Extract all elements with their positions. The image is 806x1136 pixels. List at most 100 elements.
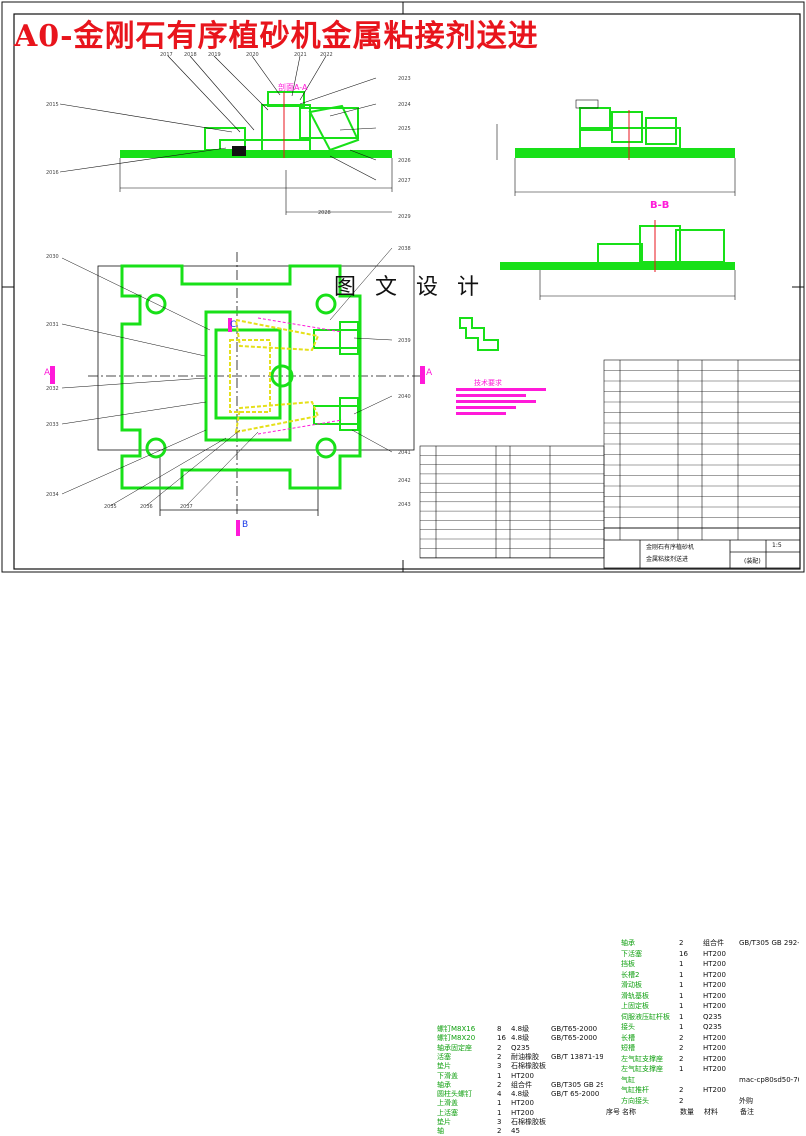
leader-number: 2037: [180, 504, 193, 510]
detail-part: [459, 317, 499, 351]
title-name-line2: 金属粘接剂送进: [646, 556, 689, 563]
leader-number: 2032: [46, 386, 59, 392]
leader-number: 2024: [398, 102, 411, 108]
bom-header-cell: 备注: [740, 1108, 754, 1116]
bom-cell: 短槽: [621, 1044, 635, 1052]
drawing-banner-title: A0-金刚石有序植砂机金属粘接剂送进: [14, 19, 539, 54]
bom-cell: 挡板: [621, 960, 635, 968]
leader-number: 2034: [46, 492, 59, 498]
leader-number: 2018: [184, 52, 197, 58]
bom-cell: [739, 1033, 799, 1043]
view-mark-right: A: [426, 368, 433, 378]
bom-right-grid: [603, 359, 801, 540]
cad-drawing: [1, 1, 805, 573]
leader-number: 2029: [398, 214, 411, 220]
bom-cell: 气缸推杆: [621, 1086, 649, 1094]
bom-cell: 1: [679, 1023, 684, 1031]
bom-cell: 1: [679, 1012, 684, 1021]
bom-cell: [739, 1012, 799, 1022]
side-view-dims: [496, 99, 736, 196]
bom-cell: [421, 1126, 435, 1136]
bom-cell: 2: [679, 939, 684, 947]
plan-view-leaders: [61, 247, 393, 507]
bom-cell: 伺服液压缸杆板: [621, 1012, 670, 1021]
bom-cell: [605, 980, 619, 990]
bom-cell: 1: [679, 991, 684, 1000]
leader-number: 2023: [398, 76, 411, 82]
bom-cell: [551, 1126, 603, 1136]
bom-cell: 2: [679, 1044, 684, 1052]
bom-cell: 气缸: [621, 1075, 635, 1084]
leader-number: 2040: [398, 394, 411, 400]
bom-cell: Q235: [703, 1012, 722, 1021]
bom-cell: 轴承: [621, 939, 635, 947]
bom-cell: [739, 959, 799, 969]
leader-number: 2025: [398, 126, 411, 132]
plan-view-frame: [88, 252, 424, 516]
bom-cell: HT200: [703, 981, 726, 989]
view-mark-b: B: [242, 520, 249, 530]
title-scale: 1:5: [772, 542, 782, 549]
bom-cell: 2: [497, 1127, 502, 1136]
bom-cell: [605, 938, 619, 948]
bom-cell: 2: [679, 1054, 684, 1063]
bom-cell: [739, 1064, 799, 1074]
bom-cell: 长槽2: [621, 970, 640, 979]
bom-cell: [739, 980, 799, 990]
leader-number: 2022: [320, 52, 333, 58]
bom-cell: [605, 1064, 619, 1074]
bom-cell: 2: [679, 1096, 684, 1105]
bom-cell: [605, 949, 619, 959]
plan-view-highlight: [229, 318, 320, 434]
watermark-text: 图 文 设 计: [334, 275, 485, 300]
bom-cell: 16: [679, 949, 688, 958]
bom-cell: 1: [679, 1065, 684, 1073]
tech-note-heading: 技术要求: [474, 379, 502, 387]
bom-cell: [605, 1001, 619, 1011]
bom-cell: HT200: [703, 1065, 726, 1073]
bom-cell: HT200: [703, 960, 726, 968]
bom-cell: HT200: [703, 991, 726, 1000]
bom-cell: [605, 991, 619, 1001]
bom-cell: 1: [679, 981, 684, 989]
leader-number: 2019: [208, 52, 221, 58]
bom-cell: [739, 949, 799, 959]
bom-cell: [605, 1085, 619, 1095]
bom-cell: [605, 970, 619, 980]
section-label-b: B-B: [650, 200, 670, 211]
leader-number: 2020: [246, 52, 259, 58]
bom-cell: [703, 1096, 737, 1106]
bom-cell: [679, 1075, 701, 1085]
plan-view-base-plate: [120, 264, 362, 490]
bom-row-lines: [420, 370, 800, 558]
bom-cell: HT200: [703, 1086, 726, 1094]
view-arrow-marks: [50, 318, 425, 536]
bom-left-grid: [419, 445, 605, 559]
bom-cell: GB/T305 GB 292-94: [739, 939, 799, 947]
section-label-a: 剖面A-A: [278, 83, 308, 92]
leader-number: 2030: [46, 254, 59, 260]
leader-number: 2027: [398, 178, 411, 184]
leader-number: 2028: [318, 210, 331, 216]
bom-cell: HT200: [703, 1002, 726, 1010]
leader-number: 2041: [398, 450, 411, 456]
bom-cell: HT200: [703, 1054, 726, 1063]
section-view-b-dims: [539, 270, 736, 300]
bom-cell: [605, 1096, 619, 1106]
leader-number: 2031: [46, 322, 59, 328]
inner-border: [13, 13, 801, 570]
view-mark-c: C: [230, 320, 237, 330]
bom-cell: [605, 1033, 619, 1043]
bom-header-cell: 数量: [680, 1108, 694, 1116]
leader-number: 2017: [160, 52, 173, 58]
leader-number: 2036: [140, 504, 153, 510]
bom-cell: [739, 1022, 799, 1032]
bom-cell: 轴: [437, 1127, 444, 1136]
bom-cell: 滑轨基板: [621, 991, 649, 1000]
bom-cell: 方向接头: [621, 1096, 649, 1105]
bom-cell: 2: [679, 1086, 684, 1094]
bom-cell: [605, 959, 619, 969]
bom-cell: 1: [679, 960, 684, 968]
bom-cell: [739, 1001, 799, 1011]
title-block-grid: [603, 527, 801, 569]
